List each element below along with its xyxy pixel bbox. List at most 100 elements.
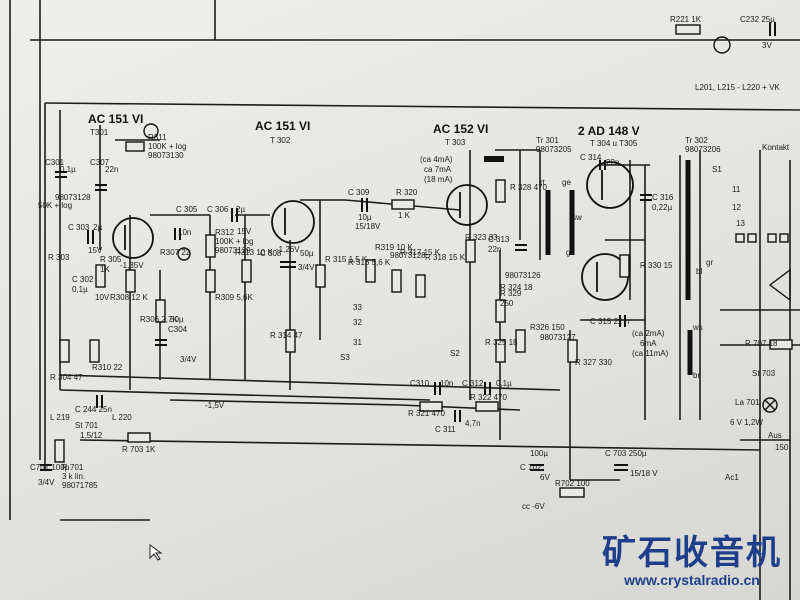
- c305-label: C 305: [176, 205, 198, 214]
- n12-label: 12: [732, 203, 741, 212]
- wire-color-gn: gn: [566, 248, 575, 257]
- c313-label: C 313: [488, 235, 510, 244]
- r304-label: R 304 47: [50, 373, 83, 382]
- c312-label: C 312: [462, 379, 484, 388]
- c244-label: C 244 25n: [75, 405, 112, 414]
- tr301-label: Tr 301: [536, 136, 559, 145]
- c302-value: 0,1µ: [72, 285, 88, 294]
- t301-ref-label: T301: [90, 128, 109, 137]
- r311-part: 98073130: [148, 151, 184, 160]
- c314-value: 22n: [606, 158, 619, 167]
- c301-label: C301: [45, 158, 65, 167]
- wire-color-ge: ge: [562, 178, 571, 187]
- r310-label: R310 22: [92, 363, 123, 372]
- voltage-t301: -1,35V: [120, 261, 144, 270]
- capacitor-symbols: [40, 22, 776, 471]
- r318-label: R 318 15 K: [425, 253, 466, 262]
- t304-ref-label: T 304 u T305: [590, 139, 638, 148]
- pot-label: 50K + log: [38, 201, 72, 210]
- r323-label: R 323 33: [465, 233, 498, 242]
- c308-value: 50µ: [300, 249, 314, 258]
- meter-h2-icon: [143, 123, 159, 139]
- t301-type-label: AC 151 VI: [88, 112, 143, 126]
- s3-label: S3: [340, 353, 350, 362]
- r326-part: 98073127: [540, 333, 576, 342]
- l219-label: L 219: [50, 413, 70, 422]
- c303-value: 2µ: [93, 223, 102, 232]
- neg15v-label: -1,5V: [205, 401, 225, 410]
- speaker-icon: [768, 268, 791, 302]
- r702-label: R702 100: [555, 479, 590, 488]
- r312-value: 100K + log: [215, 237, 253, 246]
- transistor-t303-symbol: [446, 184, 488, 226]
- pot-part: 98073128: [55, 193, 91, 202]
- n150-label: 150: [775, 443, 789, 452]
- switch-contacts: [735, 233, 789, 243]
- r316-label: R 316 5,6 K: [348, 258, 391, 267]
- r317-label: R 317 15 K: [400, 248, 441, 257]
- watermark: 矿石收音机 www.crystalradio.cn: [602, 534, 782, 588]
- r328-label: R 328 470: [510, 183, 547, 192]
- r324-label: R 324 18: [500, 283, 533, 292]
- r315-label: R 315 1,5 K: [325, 255, 368, 264]
- meter-h-icon: [713, 36, 731, 54]
- r319-part: 98073128: [390, 251, 426, 260]
- voltage-t302: -1,26V: [276, 245, 300, 254]
- wire-color-sw: sw: [572, 213, 582, 222]
- r319-label: R319 10 K: [375, 243, 413, 252]
- r312-label: R312: [215, 228, 235, 237]
- meter-h3-icon: [177, 247, 191, 261]
- transistor-t301-symbol: [112, 217, 154, 259]
- t304-type-label: 2 AD 148 V: [578, 124, 640, 138]
- r329-value: 250: [500, 299, 514, 308]
- c306-voltage: 15V: [237, 227, 252, 236]
- c308-voltage: 3/4V: [298, 263, 315, 272]
- c307-label: C307: [90, 158, 110, 167]
- wire-color-rt1: rt: [540, 178, 546, 187]
- r308-label: R308 12 K: [110, 293, 148, 302]
- c302-voltage: 10V: [95, 293, 110, 302]
- c309-voltage: 15/18V: [355, 222, 381, 231]
- transformer-tr301: [545, 190, 575, 255]
- c304-voltage: 3/4V: [180, 355, 197, 364]
- r329-label: R 329: [500, 289, 522, 298]
- wire-color-br: br: [693, 371, 700, 380]
- aus-label: Aus: [768, 431, 782, 440]
- mouse-cursor-icon: [149, 544, 163, 561]
- wire-color-gr: gr: [706, 258, 713, 267]
- transistor-t304-symbol: [586, 161, 634, 209]
- r314-label: R 314 47: [270, 331, 303, 340]
- bias1-label: (ca 4mA): [420, 155, 453, 164]
- c232-voltage-label: 3V: [762, 41, 772, 50]
- wire-color-bl: bl: [696, 267, 702, 276]
- c306-label: C 306: [207, 205, 229, 214]
- r701-value: 3 k lin.: [62, 472, 85, 481]
- c315-label: C 315 22 n: [590, 317, 629, 326]
- r306-label: R306 2,7K: [140, 315, 178, 324]
- r707-label: R 707 18: [745, 339, 778, 348]
- watermark-url[interactable]: www.crystalradio.cn: [624, 572, 760, 588]
- r305-value: 1K: [100, 265, 110, 274]
- r309-label: R309 5,6K: [215, 293, 253, 302]
- r303-label: R 303: [48, 253, 70, 262]
- bias3-label: (18 mA): [424, 175, 453, 184]
- r325-label: R 325 18: [485, 338, 518, 347]
- l220-label: L 220: [112, 413, 132, 422]
- lamp-la701-icon: [762, 397, 778, 413]
- c303-label: C 303: [68, 223, 90, 232]
- c316-label: C 316: [652, 193, 674, 202]
- r321-label: R 321 470: [408, 409, 445, 418]
- c701-voltage: 3/4V: [38, 478, 55, 487]
- n11-label: 11: [732, 185, 741, 194]
- transistor-t302-symbol: [271, 200, 315, 244]
- t303-ref-label: T 303: [445, 138, 466, 147]
- current2-label: 6mA: [640, 339, 657, 348]
- c702-label: C 702: [520, 463, 542, 472]
- l201-label: L201, L215 - L220 + VK: [695, 83, 780, 92]
- c310-label: C310: [410, 379, 430, 388]
- t302-ref-label: T 302: [270, 136, 291, 145]
- c305-value: 10n: [178, 228, 191, 237]
- c702-voltage: 6V: [540, 473, 550, 482]
